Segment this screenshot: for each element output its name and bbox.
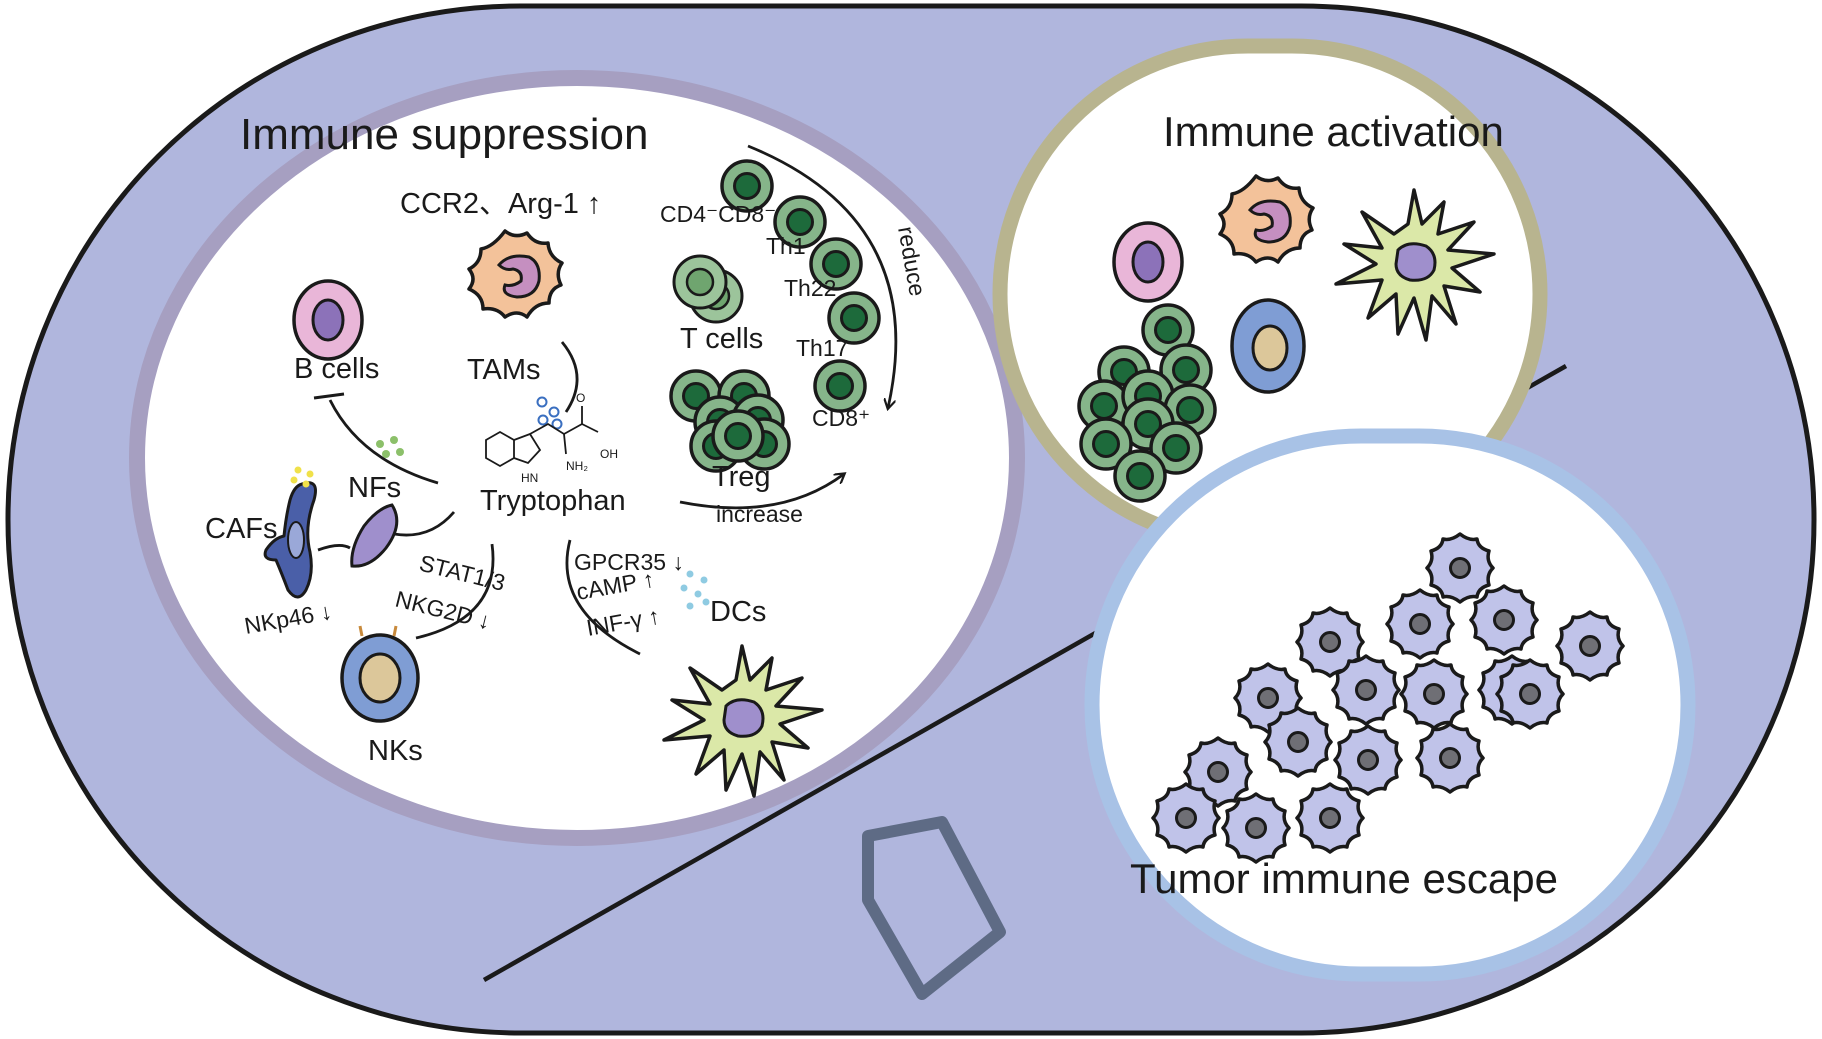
- t-cell-icon: [1113, 449, 1167, 503]
- tryptophan-label: Tryptophan: [480, 485, 626, 517]
- gpcr35-label: GPCR35 ↓: [574, 549, 684, 575]
- increase-arrow: [679, 474, 844, 510]
- ccr2-arg1-label: CCR2、Arg-1 ↑: [400, 188, 601, 220]
- tryptophan-to-dc-curve: [565, 539, 641, 656]
- activation-title: Immune activation: [1163, 108, 1504, 155]
- tryptophan-dots-blue: [536, 396, 563, 430]
- reduce-arrow: [747, 144, 898, 408]
- molecule-nh2-label: NH₂: [566, 459, 588, 473]
- molecule-oh-label: OH: [600, 447, 618, 461]
- molecule-hn-label: HN: [521, 471, 538, 485]
- t-cell-icon: [813, 359, 867, 413]
- th22-label: Th22: [784, 275, 836, 301]
- inhibit-b-cells-curve: [328, 399, 439, 485]
- caf-nf-link: [317, 544, 351, 552]
- cd8-label: CD8⁺: [812, 405, 870, 431]
- t-cells-pair: [672, 254, 744, 324]
- tam-to-tryptophan-curve: [560, 341, 579, 413]
- tryptophan-to-nk-curve: [415, 543, 495, 640]
- increase-label: increase: [716, 501, 803, 527]
- b-cells-label: B cells: [294, 353, 379, 385]
- th1-label: Th1: [766, 233, 806, 259]
- nk-receptors: [358, 625, 398, 637]
- cyan-dots: [680, 570, 710, 610]
- nfs-label: NFs: [348, 472, 401, 504]
- tryptophan-to-nf-line: [393, 511, 456, 537]
- nks-label: NKs: [368, 735, 423, 767]
- nf-cell-icon: [350, 503, 399, 568]
- tams-label: TAMs: [467, 354, 541, 386]
- b-cell-icon: [1112, 221, 1184, 303]
- molecule-o-label: O: [576, 391, 585, 405]
- t-cell-icon: [711, 409, 765, 463]
- nk-cell-icon: [340, 633, 420, 723]
- escape-title: Tumor immune escape: [1130, 855, 1558, 902]
- green-dots: [376, 436, 404, 458]
- nk-cell-activation: [1230, 298, 1306, 394]
- dcs-label: DCs: [710, 596, 766, 628]
- th17-label: Th17: [796, 335, 848, 361]
- b-cell-icon: [292, 279, 364, 361]
- caf-nucleus: [287, 521, 305, 559]
- cafs-label: CAFs: [205, 513, 278, 545]
- treg-label: Treg: [712, 461, 771, 493]
- inhibit-bar: [313, 392, 345, 400]
- tryptophan-molecule-icon: [485, 406, 599, 468]
- suppression-title: Immune suppression: [240, 110, 648, 159]
- t-cells-label: T cells: [680, 323, 763, 355]
- pentagon-marker: [862, 816, 1006, 1000]
- cd4-cd8-label: CD4⁻CD8⁻: [660, 201, 776, 227]
- yellow-dots: [290, 466, 314, 488]
